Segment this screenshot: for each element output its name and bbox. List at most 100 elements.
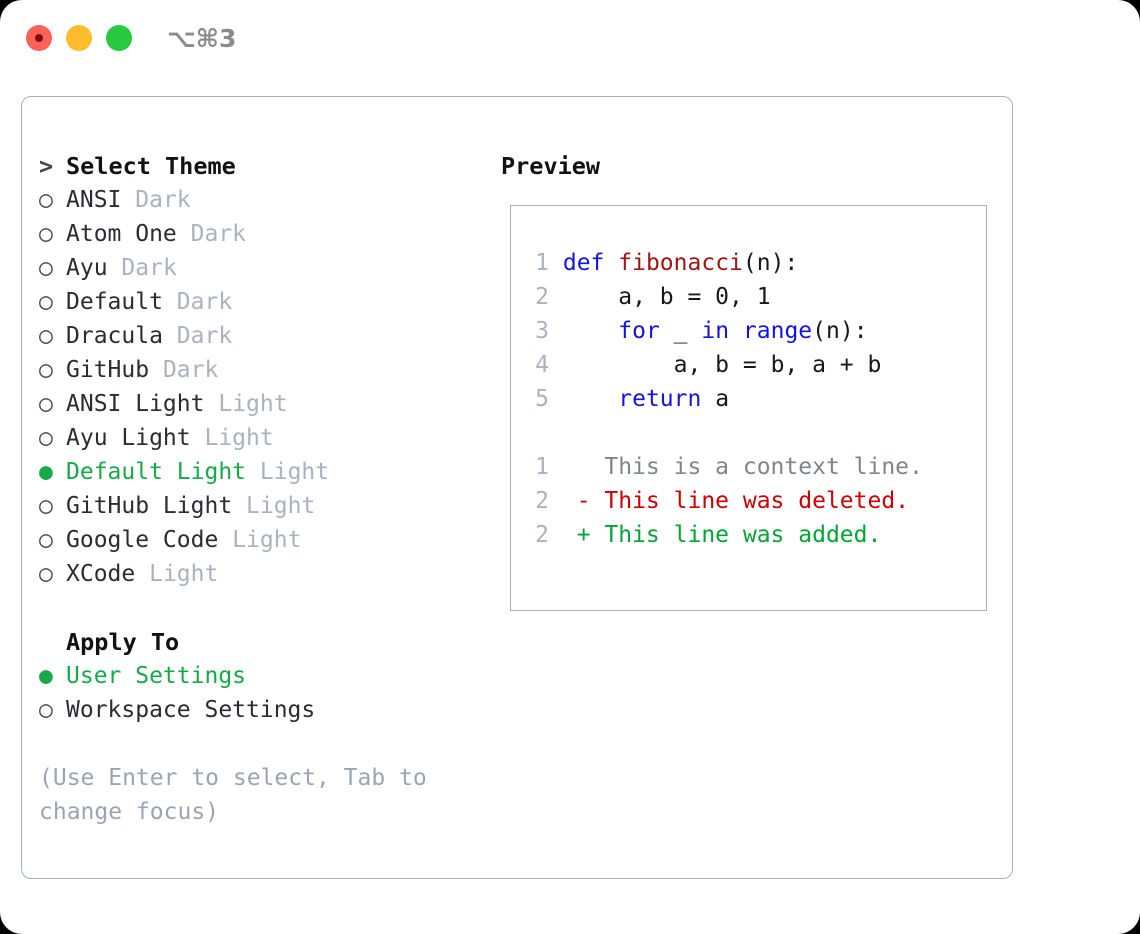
theme-category-label: Dark [121,255,177,281]
theme-list: ○ANSI Dark○Atom One Dark ○ Ayu Dark ○ Defaul… [39,183,479,591]
code-token [563,318,618,344]
spacer [108,255,122,281]
code-token: def [562,250,605,276]
diff-line: 2 + This line was added. [523,518,983,552]
diff-line-text: + This line was added. [549,522,882,548]
theme-list-item[interactable]: ○Dracula Dark [39,319,479,353]
code-line: 4 a, b = b, a + b [523,348,983,382]
diff-sample: 1 This is a context line. 2 - This line w… [523,450,983,552]
gutter-gap [549,352,563,378]
minimize-traffic-light-icon[interactable] [66,25,92,51]
radio-unselected-icon: ○ [39,527,53,553]
radio-unselected-icon: ○ [39,289,53,315]
radio-unselected-icon: ○ [39,323,53,349]
apply-to-option-label: Workspace Settings [66,697,316,723]
theme-name-label: Ayu [66,255,108,281]
window-shortcut-label: ⌥⌘3 [167,24,237,53]
radio-unselected-icon: ○ [39,187,53,213]
theme-list-item[interactable]: ○ Google Code Light [39,523,479,557]
spacer [218,527,232,553]
code-token: a [701,386,730,412]
maximize-traffic-light-icon[interactable] [106,25,132,51]
theme-category-label: Dark [176,323,233,349]
diff-line-text: This is a context line. [549,454,923,480]
theme-list-item[interactable]: ○ GitHub Dark [39,353,479,387]
gutter-gap [549,250,563,276]
diff-line-text: - This line was deleted. [549,488,910,514]
spacer [135,561,149,587]
theme-name-label: GitHub Light [66,493,233,519]
close-traffic-light-icon[interactable] [26,25,52,51]
keyboard-hint-text: (Use Enter to select, Tab to change focu… [39,765,441,825]
theme-category-label: Dark [176,289,233,315]
spacer [177,221,191,247]
radio-unselected-icon: ○ [39,391,53,417]
code-line-number: 5 [535,386,549,412]
apply-to-option[interactable]: ○Workspace Settings [39,693,479,727]
spacer [191,425,205,451]
spacer [121,187,135,213]
theme-list-column: >Select Theme ○ANSI Dark○Atom One Dark○A… [39,149,479,829]
preview-column: Preview 1 def fibonacci(n):2 a, b = 0, 1… [501,149,1001,611]
radio-unselected-icon: ○ [39,561,53,587]
theme-category-label: Light [246,493,316,519]
code-token: fibonacci [618,250,743,276]
code-token: a, b = 0, 1 [562,284,771,310]
code-line: 3 for _ in range(n): [523,314,983,348]
theme-list-item[interactable]: ○ Ayu Dark [39,251,479,285]
theme-category-label: Dark [162,357,219,383]
theme-name-label: XCode [66,561,136,587]
code-token: in [701,318,730,344]
spacer [163,289,177,315]
diff-line: 1 This is a context line. [523,450,983,484]
theme-list-item[interactable]: ○ XCode Light [39,557,479,591]
gutter-gap [549,318,563,344]
code-line: 1 def fibonacci(n): [523,246,983,280]
theme-name-label: Google Code [66,527,219,553]
apply-to-option[interactable]: ● User Settings [39,659,479,693]
theme-list-item[interactable]: ○ Default Dark [39,285,479,319]
radio-selected-icon: ● [39,663,53,689]
code-token [729,318,743,344]
code-token [563,386,618,412]
diff-line-number: 2 [535,522,549,548]
window-titlebar: ⌥⌘3 [0,0,1140,78]
theme-list-item[interactable]: ○Ayu Light Light [39,421,479,455]
theme-category-label: Light [232,527,302,553]
spacer [232,493,246,519]
theme-name-label: Default [66,289,163,315]
diff-line-number: 2 [535,488,549,514]
theme-category-label: Light [204,425,274,451]
code-token: (n): [812,318,868,344]
theme-list-item[interactable]: ○GitHub Light Light [39,489,479,523]
radio-unselected-icon: ○ [39,255,53,281]
theme-list-header-label: Select Theme [66,152,236,180]
theme-list-item[interactable]: ○ANSI Dark [39,183,479,217]
code-token: a, b = b, a + b [562,352,882,378]
gutter-gap [549,386,563,412]
code-line: 2 a, b = 0, 1 [523,280,983,314]
theme-name-label: Default Light [66,459,247,485]
theme-category-label: Dark [190,221,247,247]
code-line: 5 return a [523,382,983,416]
code-token: for [618,318,660,344]
theme-list-item[interactable]: ○Atom One Dark [39,217,479,251]
code-line-number: 2 [535,284,549,310]
theme-list-item[interactable]: ● Default Light Light [39,455,479,489]
radio-selected-icon: ● [39,459,53,485]
code-token: _ [659,318,702,344]
theme-name-label: ANSI Light [66,391,205,417]
apply-to-option-label: User Settings [66,663,247,689]
theme-name-label: GitHub [66,357,150,383]
theme-category-label: Light [149,561,219,587]
theme-category-label: Dark [135,187,191,213]
theme-category-label: Light [259,459,330,485]
code-line-number: 4 [535,352,549,378]
code-line-number: 3 [535,318,549,344]
theme-list-item[interactable]: ○ANSI Light Light [39,387,479,421]
radio-unselected-icon: ○ [39,357,53,383]
